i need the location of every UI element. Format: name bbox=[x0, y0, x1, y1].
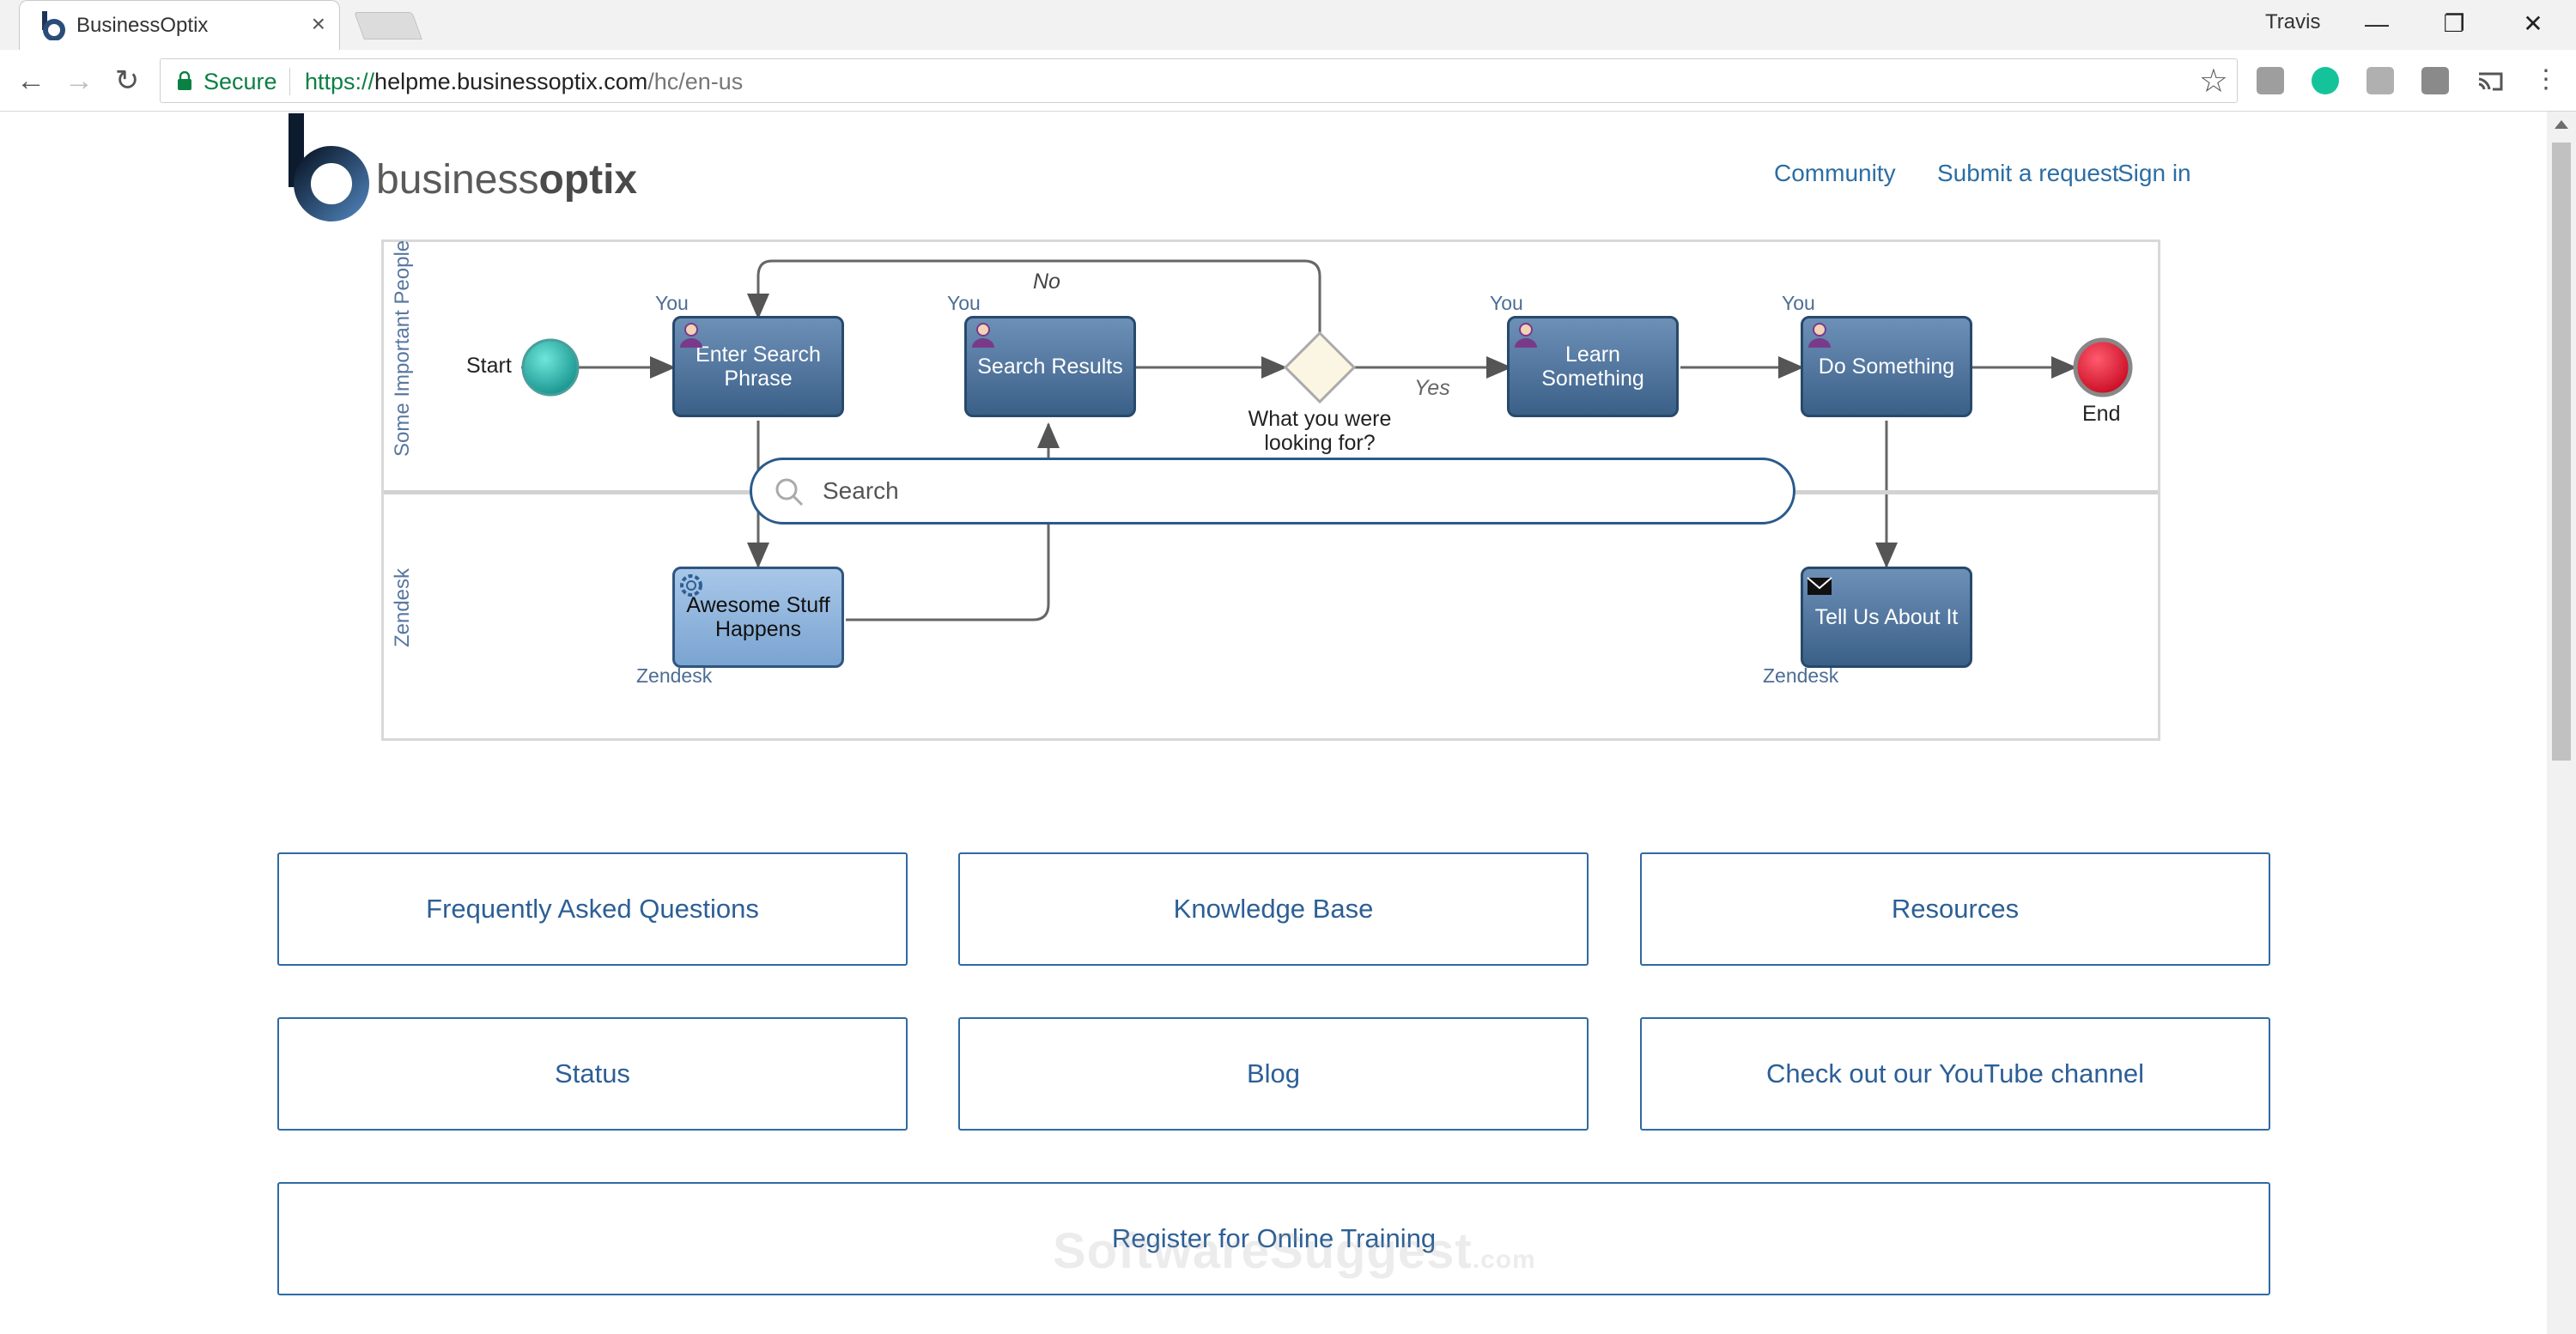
role-label-you: You bbox=[1490, 292, 1523, 314]
reload-icon[interactable]: ↻ bbox=[114, 64, 140, 97]
help-center-search[interactable] bbox=[750, 458, 1795, 525]
tile-status[interactable]: Status bbox=[277, 1017, 908, 1131]
new-tab-button[interactable] bbox=[354, 12, 422, 39]
forward-icon[interactable]: → bbox=[64, 64, 94, 97]
tile-youtube[interactable]: Check out our YouTube channel bbox=[1640, 1017, 2270, 1131]
yes-label: Yes bbox=[1414, 376, 1450, 400]
task-label: Tell Us About It bbox=[1814, 605, 1959, 629]
back-icon[interactable]: ← bbox=[16, 64, 46, 97]
gear-icon bbox=[680, 574, 702, 597]
close-window-icon[interactable]: ✕ bbox=[2523, 10, 2543, 37]
diagram-connectors bbox=[521, 259, 2133, 622]
task-do-something: Do Something bbox=[1801, 316, 1972, 417]
google-icon[interactable] bbox=[2257, 67, 2284, 94]
role-label-you: You bbox=[947, 292, 981, 314]
address-bar[interactable]: Secure https://helpme.businessoptix.com/… bbox=[160, 58, 2238, 103]
scroll-up-icon[interactable] bbox=[2555, 120, 2568, 129]
task-awesome-stuff: Awesome Stuff Happens bbox=[672, 567, 844, 668]
task-search-results: Search Results bbox=[964, 316, 1136, 417]
search-icon bbox=[775, 478, 804, 506]
task-label: Enter Search Phrase bbox=[696, 343, 821, 391]
businessoptix-logo-icon bbox=[289, 113, 369, 221]
tile-knowledge-base[interactable]: Knowledge Base bbox=[958, 852, 1589, 966]
nav-submit-request-link[interactable]: Submit a request bbox=[1937, 160, 2119, 186]
lane-label-top: Some Important People bbox=[391, 240, 414, 457]
start-label: Start bbox=[466, 354, 512, 378]
no-label: No bbox=[1033, 270, 1060, 294]
url-protocol: https:// bbox=[305, 69, 375, 94]
tile-blog[interactable]: Blog bbox=[958, 1017, 1589, 1131]
site-logo[interactable]: businessoptix bbox=[287, 113, 637, 225]
lock-icon bbox=[178, 71, 191, 90]
cast-icon[interactable] bbox=[2476, 67, 2504, 94]
task-learn-something: Learn Something bbox=[1507, 316, 1679, 417]
profile-name[interactable]: Travis bbox=[2265, 10, 2321, 33]
watermark-suffix: .com bbox=[1472, 1246, 1536, 1274]
role-label-zendesk: Zendesk bbox=[636, 664, 713, 687]
address-toolbar: ← → ↻ Secure https://helpme.businessopti… bbox=[0, 50, 2576, 112]
restore-icon[interactable]: ❐ bbox=[2443, 10, 2465, 37]
scroll-thumb[interactable] bbox=[2552, 142, 2571, 761]
tab-title: BusinessOptix bbox=[76, 14, 209, 37]
task-label: Learn Something bbox=[1541, 343, 1644, 391]
envelope-icon bbox=[1807, 577, 1832, 595]
user-icon bbox=[972, 323, 994, 348]
minimize-icon[interactable]: — bbox=[2365, 10, 2389, 37]
url-path: /hc/en-us bbox=[647, 69, 744, 94]
hero-process-diagram: Some Important People Zendesk Start End … bbox=[381, 240, 2160, 741]
task-label: Awesome Stuff Happens bbox=[686, 593, 830, 641]
task-label: Do Something bbox=[1818, 355, 1955, 379]
watermark-main: SoftwareSuggest bbox=[1053, 1223, 1473, 1279]
task-enter-search-phrase: Enter Search Phrase bbox=[672, 316, 844, 417]
logo-text-bold: optix bbox=[538, 157, 638, 203]
gateway-diamond bbox=[1283, 330, 1357, 404]
gateway-label: What you were looking for? bbox=[1248, 407, 1392, 455]
extension-icon[interactable] bbox=[2421, 67, 2449, 94]
role-label-you: You bbox=[1782, 292, 1815, 314]
search-input[interactable] bbox=[823, 469, 1767, 513]
url-text[interactable]: https://helpme.businessoptix.com/hc/en-u… bbox=[305, 69, 743, 95]
lane-label-bottom: Zendesk bbox=[391, 567, 414, 648]
businessoptix-favicon-icon bbox=[42, 11, 65, 40]
tile-faq[interactable]: Frequently Asked Questions bbox=[277, 852, 908, 966]
end-label: End bbox=[2082, 402, 2121, 426]
watermark: SoftwareSuggest.com bbox=[1053, 1222, 1536, 1280]
grammarly-icon[interactable] bbox=[2312, 67, 2339, 94]
flow-awesome-to-results bbox=[846, 422, 1060, 622]
browser-tab-strip: BusinessOptix × Travis — ❐ ✕ bbox=[0, 0, 2576, 50]
task-tell-us-about-it: Tell Us About It bbox=[1801, 567, 1972, 668]
url-separator bbox=[289, 68, 290, 95]
tile-online-training[interactable]: Register for Online Training bbox=[277, 1182, 2270, 1295]
user-icon bbox=[1515, 323, 1537, 348]
user-icon bbox=[680, 323, 702, 348]
role-label-you: You bbox=[655, 292, 689, 314]
pdf-icon[interactable] bbox=[2366, 67, 2394, 94]
logo-text-light: business bbox=[376, 157, 539, 203]
user-icon bbox=[1808, 323, 1831, 348]
secure-label: Secure bbox=[204, 69, 277, 94]
end-event bbox=[2073, 337, 2133, 397]
tile-resources[interactable]: Resources bbox=[1640, 852, 2270, 966]
nav-community-link[interactable]: Community bbox=[1774, 160, 1896, 186]
logo-wordmark: businessoptix bbox=[376, 156, 637, 203]
url-host: helpme.businessoptix.com bbox=[374, 69, 648, 94]
menu-icon[interactable]: ⋮ bbox=[2533, 65, 2559, 94]
flow-no-loop bbox=[747, 259, 1321, 335]
bookmark-star-icon[interactable]: ☆ bbox=[2198, 64, 2228, 100]
browser-tab[interactable]: BusinessOptix × bbox=[19, 0, 340, 50]
role-label-zendesk: Zendesk bbox=[1763, 664, 1839, 687]
nav-sign-in-link[interactable]: Sign in bbox=[2117, 160, 2191, 186]
task-label: Search Results bbox=[977, 355, 1123, 379]
tab-close-icon[interactable]: × bbox=[311, 10, 325, 37]
page-scrollbar[interactable] bbox=[2547, 112, 2576, 1334]
start-event bbox=[521, 338, 580, 397]
